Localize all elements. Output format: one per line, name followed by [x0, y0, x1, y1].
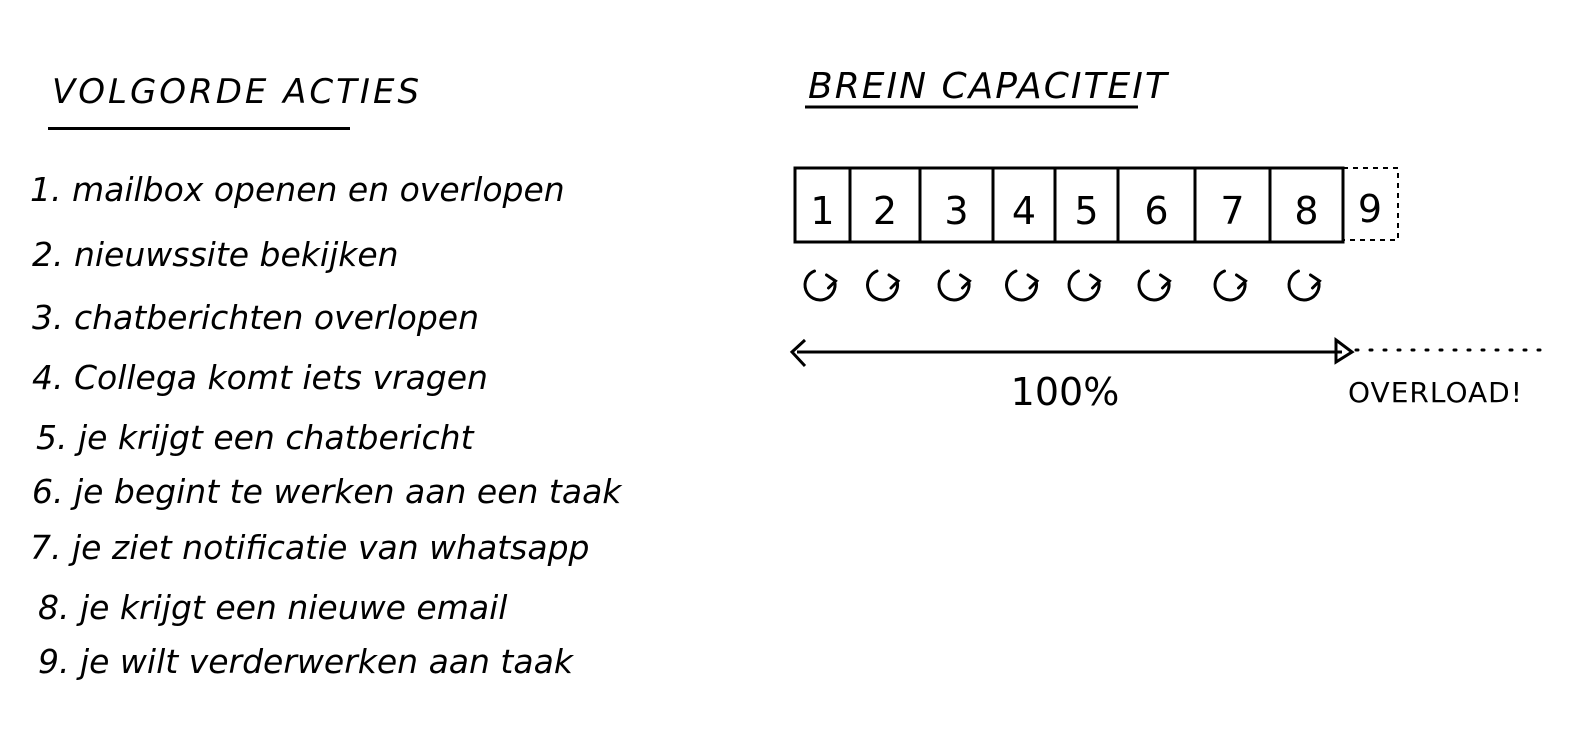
list-item: 3. chatberichten overlopen: [32, 298, 479, 337]
capacity-slot-label: 3: [944, 189, 968, 233]
capacity-slot-label: 2: [873, 189, 897, 233]
switch-arrow-icon: [1213, 269, 1248, 302]
capacity-slot-label: 4: [1012, 189, 1036, 233]
list-item: 4. Collega komt iets vragen: [32, 358, 488, 397]
switch-arrow-icon: [1137, 269, 1172, 302]
list-item: 5. je krijgt een chatbericht: [36, 418, 474, 457]
list-item: 2. nieuwssite bekijken: [32, 235, 399, 274]
list-item: 1. mailbox openen en overlopen: [30, 170, 565, 209]
overload-label: OVERLOAD!: [1348, 376, 1523, 409]
switch-arrow-icon: [1067, 269, 1102, 302]
capacity-label: 100%: [1011, 370, 1120, 414]
title-underline: [48, 127, 350, 130]
switch-arrow-icon: [803, 269, 838, 302]
capacity-slot-label: 6: [1144, 189, 1168, 233]
overflow-slot-box: [1342, 167, 1399, 241]
switch-arrow-icon: [1005, 269, 1040, 302]
capacity-slot-label: 7: [1220, 189, 1244, 233]
switch-arrow-icon: [937, 269, 972, 302]
switch-arrow-icon: [866, 269, 901, 302]
capacity-slot: [1268, 166, 1345, 244]
arrow-head-right-icon: [1334, 337, 1355, 365]
list-item: 8. je krijgt een nieuwe email: [38, 588, 508, 627]
capacity-slot-label: 8: [1294, 189, 1318, 233]
actions-title: VOLGORDE ACTIES: [52, 72, 423, 112]
capacity-title: BREIN CAPACITEIT: [808, 66, 1170, 107]
overflow-slot: 9: [1342, 167, 1399, 241]
list-item: 7. je ziet notificatie van whatsapp: [30, 528, 590, 567]
switch-icons: [803, 269, 1322, 302]
arrow-head-left-icon: [789, 338, 807, 368]
capacity-slot-label: 5: [1074, 189, 1098, 233]
switch-arrow-icon: [1287, 269, 1322, 302]
capacity-slot-label: 1: [810, 189, 834, 233]
list-item: 6. je begint te werken aan een taak: [32, 472, 622, 511]
list-item: 9. je wilt verderwerken aan taak: [38, 642, 573, 681]
overflow-slot-label: 9: [1358, 187, 1382, 231]
